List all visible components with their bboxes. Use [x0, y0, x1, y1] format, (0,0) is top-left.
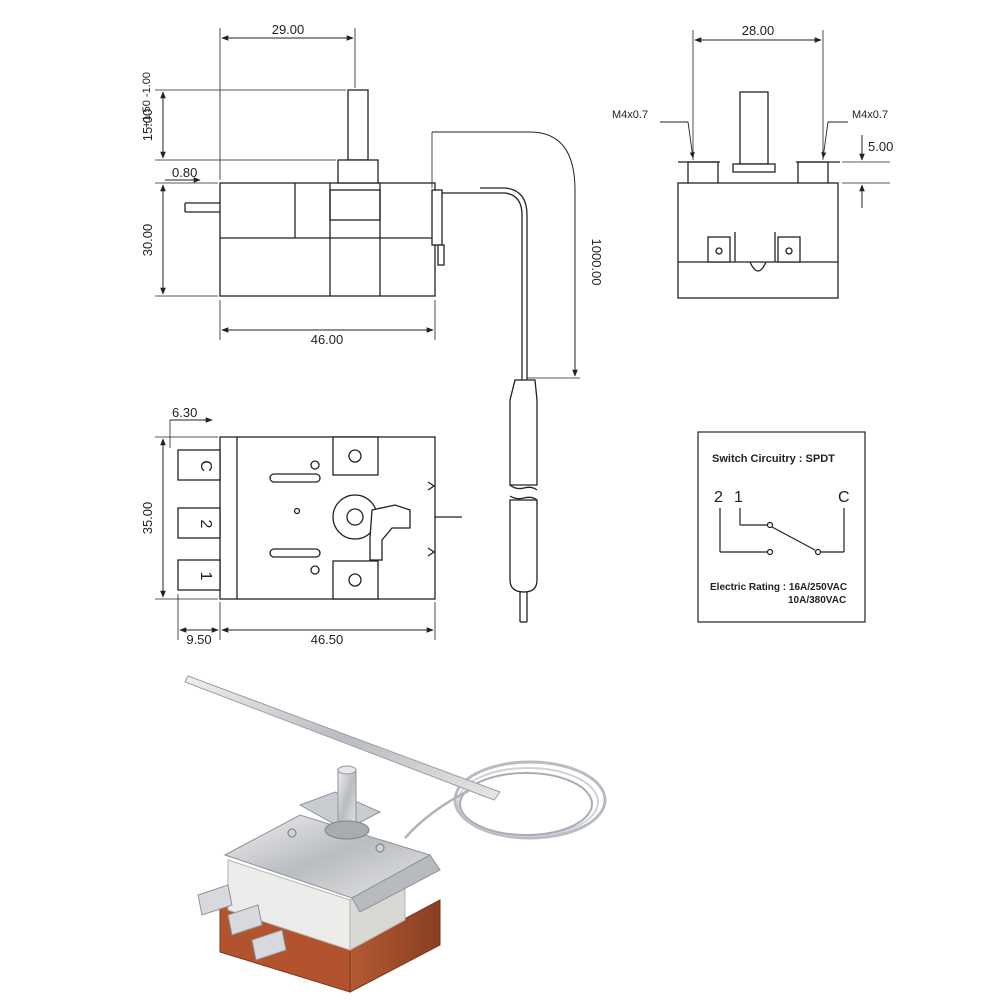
- thread-left: M4x0.7: [612, 109, 648, 121]
- sensor-bulb: [509, 379, 538, 623]
- dim-28: 28.00: [742, 23, 775, 38]
- electric-rating: Electric Rating : 16A/250VAC: [710, 582, 847, 593]
- dim-35: 35.00: [140, 502, 155, 535]
- dim-950: 9.50: [186, 632, 211, 647]
- circuit-label-2: 2: [714, 489, 723, 506]
- side-view: [155, 28, 580, 380]
- terminal-2-label: 2: [197, 520, 214, 529]
- bottom-view: [155, 417, 462, 640]
- dim-5: 5.00: [868, 139, 893, 154]
- terminal-1-label: 1: [197, 572, 214, 581]
- dim-29: 29.00: [272, 22, 305, 37]
- circuit-box: [697, 431, 866, 623]
- dim-tolerance: +1.50 -1.00: [141, 72, 153, 128]
- circuit-label-c: C: [838, 489, 850, 506]
- terminal-c-label: C: [197, 460, 214, 472]
- circuit-label-1: 1: [734, 489, 743, 506]
- circuit-title: Switch Circuitry : SPDT: [712, 453, 835, 465]
- thread-right: M4x0.7: [852, 109, 888, 121]
- product-photo: [184, 675, 607, 993]
- front-view: [660, 30, 890, 299]
- dim-080: 0.80: [172, 165, 197, 180]
- dim-15: 15.00: [140, 109, 155, 142]
- electric-rating-2: 10A/380VAC: [788, 595, 846, 606]
- dim-630: 6.30: [172, 405, 197, 420]
- dim-30: 30.00: [140, 224, 155, 257]
- dim-1000: 1000.00: [589, 239, 604, 286]
- dim-46: 46.00: [311, 332, 344, 347]
- dim-4650: 46.50: [311, 632, 344, 647]
